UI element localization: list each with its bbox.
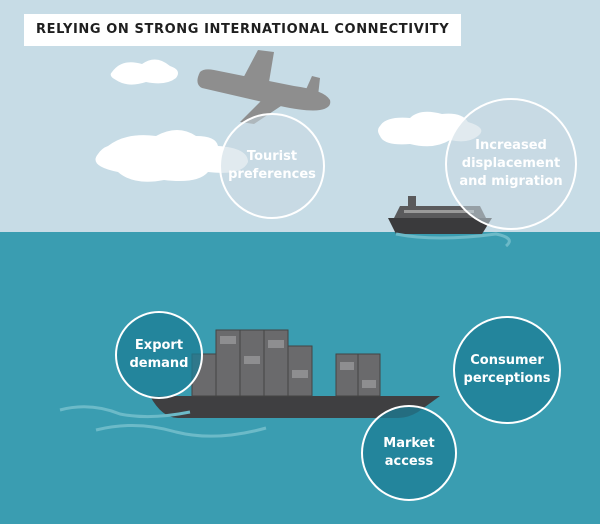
bubble-tourist-preferences: Tourist preferences	[219, 113, 325, 219]
page-title: RELYING ON STRONG INTERNATIONAL CONNECTI…	[24, 14, 462, 46]
bubble-market-access: Market access	[361, 405, 457, 501]
bubble-export-demand: Export demand	[115, 311, 203, 399]
bubble-label: Consumer perceptions	[463, 353, 551, 386]
bubble-label: Market access	[383, 436, 435, 469]
cloud-icon	[110, 59, 178, 85]
airplane-icon	[197, 50, 331, 124]
cloud-icon	[95, 130, 248, 182]
bubble-label: Increased displacement and migration	[459, 138, 563, 189]
bubble-consumer-perceptions: Consumer perceptions	[453, 316, 561, 424]
bubble-label: Tourist preferences	[228, 149, 316, 182]
bubble-increased-displacement: Increased displacement and migration	[445, 98, 577, 230]
bubble-label: Export demand	[129, 338, 189, 371]
